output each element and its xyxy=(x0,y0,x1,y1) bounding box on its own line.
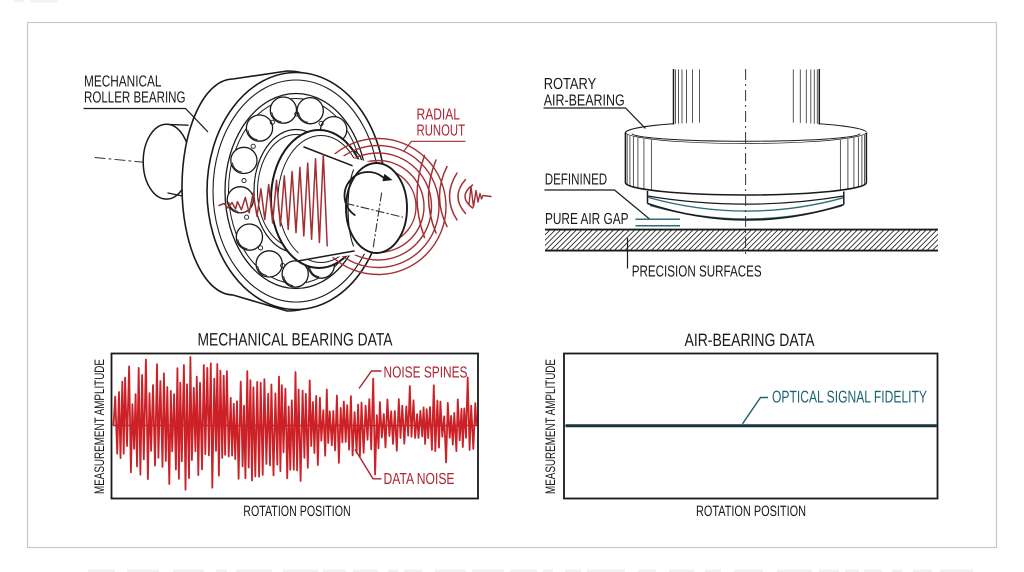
svg-text:DEFININED: DEFININED xyxy=(545,172,608,189)
svg-text:ROTARY: ROTARY xyxy=(544,76,597,93)
svg-text:MEASUREMENT AMPLITUDE: MEASUREMENT AMPLITUDE xyxy=(92,359,107,494)
svg-text:PRECISION SURFACES: PRECISION SURFACES xyxy=(632,263,762,280)
svg-text:MECHANICAL: MECHANICAL xyxy=(84,74,162,91)
svg-text:DATA NOISE: DATA NOISE xyxy=(384,471,455,488)
svg-text:RADIAL: RADIAL xyxy=(417,107,461,124)
svg-text:OPTICAL SIGNAL FIDELITY: OPTICAL SIGNAL FIDELITY xyxy=(772,388,927,407)
svg-text:AIR-BEARING: AIR-BEARING xyxy=(544,93,625,110)
svg-text:ROTATION POSITION: ROTATION POSITION xyxy=(243,503,351,520)
svg-text:RUNOUT: RUNOUT xyxy=(417,123,466,140)
svg-text:NOISE SPINES: NOISE SPINES xyxy=(384,364,468,381)
svg-text:PURE AIR GAP: PURE AIR GAP xyxy=(545,211,629,228)
svg-text:MECHANICAL BEARING DATA: MECHANICAL BEARING DATA xyxy=(198,330,393,350)
svg-text:ROLLER BEARING: ROLLER BEARING xyxy=(84,90,186,107)
svg-text:ROTATION POSITION: ROTATION POSITION xyxy=(696,503,806,520)
svg-text:MEASUREMENT AMPLITUDE: MEASUREMENT AMPLITUDE xyxy=(543,359,558,494)
svg-text:AIR-BEARING DATA: AIR-BEARING DATA xyxy=(685,330,815,350)
